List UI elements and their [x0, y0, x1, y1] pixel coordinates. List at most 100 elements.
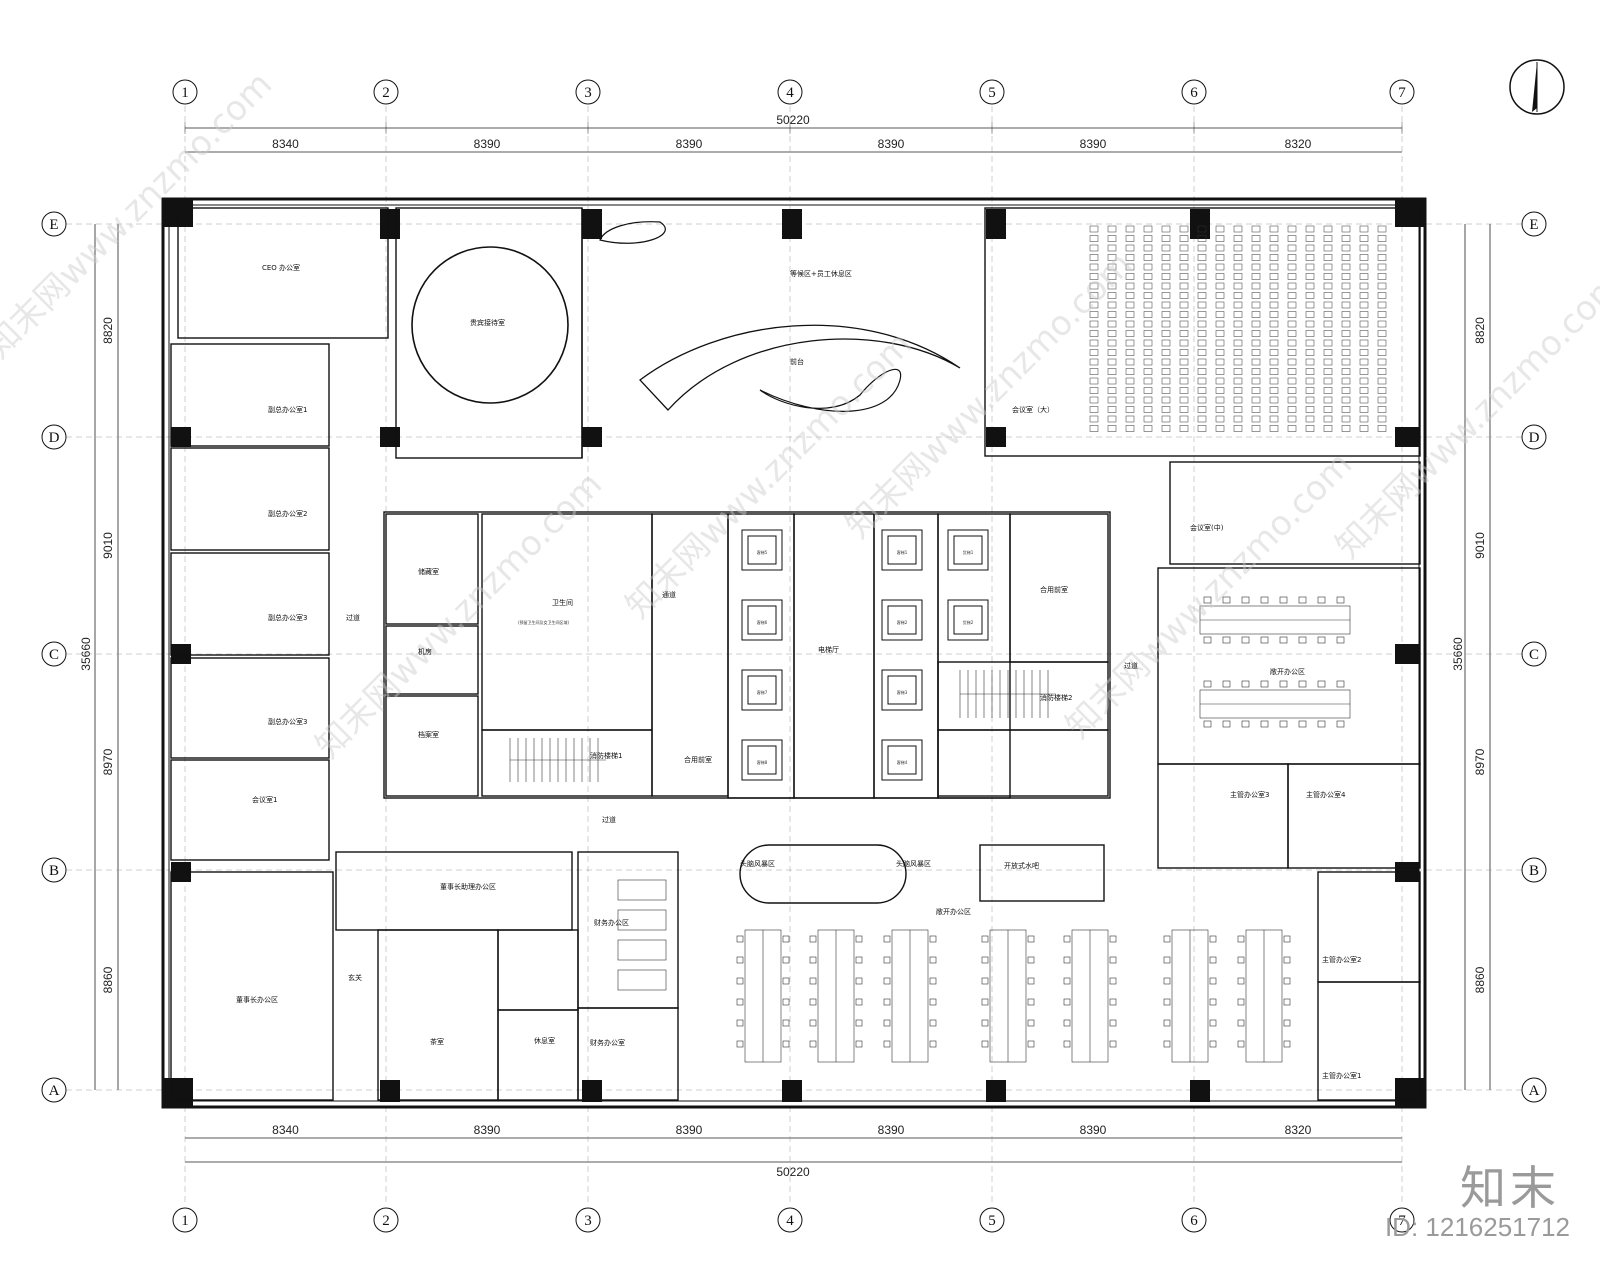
- svg-text:B: B: [49, 863, 59, 879]
- seat: [1305, 339, 1315, 347]
- finance-desk: [617, 939, 667, 961]
- seat: [1341, 339, 1351, 347]
- chair: [1283, 977, 1291, 985]
- seat: [1161, 320, 1171, 328]
- seat: [1305, 349, 1315, 356]
- column-5: [1190, 209, 1210, 239]
- seat: [1251, 415, 1261, 423]
- seat: [1161, 254, 1171, 261]
- chair: [981, 1019, 989, 1027]
- chair: [855, 998, 863, 1006]
- seat: [1233, 235, 1243, 242]
- seat: [1107, 311, 1117, 318]
- seat: [1143, 263, 1153, 271]
- partitions: [170, 207, 1421, 1101]
- seat: [1377, 358, 1387, 366]
- chair: [782, 956, 790, 964]
- seat: [1251, 320, 1261, 328]
- seat: [1143, 339, 1153, 347]
- chair: [883, 998, 891, 1006]
- chair: [1336, 596, 1345, 604]
- seat: [1107, 377, 1117, 385]
- seat: [1179, 425, 1189, 432]
- seat: [1143, 425, 1153, 432]
- seat: [1269, 330, 1279, 337]
- room-label-stairs1: 消防楼梯1: [590, 751, 622, 760]
- seat: [1269, 396, 1279, 404]
- seat: [1233, 396, 1243, 404]
- chair: [883, 1019, 891, 1027]
- elevator-car-right-1: [947, 599, 989, 641]
- chair: [736, 1019, 744, 1027]
- seat: [1125, 349, 1135, 356]
- seat: [1107, 396, 1117, 404]
- column-2: [582, 209, 602, 239]
- seat: [1215, 263, 1225, 271]
- chair: [1279, 596, 1288, 604]
- seat: [1089, 292, 1099, 299]
- chair: [1222, 720, 1231, 728]
- seat: [1305, 330, 1315, 337]
- chair: [929, 1019, 937, 1027]
- seat: [1179, 273, 1189, 280]
- chair: [782, 1040, 790, 1048]
- seat: [1359, 339, 1369, 347]
- chair: [809, 977, 817, 985]
- chair: [1203, 596, 1212, 604]
- seat: [1287, 254, 1297, 261]
- stairs: [509, 670, 1056, 782]
- chair: [809, 1040, 817, 1048]
- svg-text:1: 1: [181, 1213, 189, 1229]
- chair: [1203, 636, 1212, 644]
- chair: [736, 998, 744, 1006]
- chair: [1027, 956, 1035, 964]
- room-label-passage: 通道: [662, 590, 676, 599]
- seat: [1089, 349, 1099, 356]
- seat: [1215, 235, 1225, 242]
- chair: [981, 998, 989, 1006]
- chair: [855, 956, 863, 964]
- room-label-toilet: 卫生间: [552, 598, 573, 607]
- seat: [1197, 339, 1207, 347]
- seat: [1323, 406, 1333, 413]
- seat: [1323, 320, 1333, 328]
- seat: [1125, 311, 1135, 318]
- axis-col-2: 2: [373, 1207, 399, 1233]
- dim-left-0: 8820: [101, 317, 115, 344]
- seat: [1107, 368, 1117, 375]
- seat: [1305, 406, 1315, 413]
- dim-total-bottom: 50220: [776, 1165, 810, 1179]
- elevator-car-left-2: [741, 669, 783, 711]
- seat: [1197, 254, 1207, 261]
- seat: [1125, 263, 1135, 271]
- seat: [1305, 292, 1315, 299]
- seat: [1359, 320, 1369, 328]
- seat: [1377, 349, 1387, 356]
- chair: [1163, 1040, 1171, 1048]
- seat: [1197, 396, 1207, 404]
- svg-text:D: D: [49, 430, 60, 446]
- finance-desk: [617, 969, 667, 991]
- seat: [1089, 282, 1099, 290]
- column-1: [380, 209, 400, 239]
- axis-col-1: 1: [172, 79, 198, 105]
- seat: [1341, 349, 1351, 356]
- seat: [1323, 311, 1333, 318]
- axis-col-5: 5: [979, 79, 1005, 105]
- seat: [1143, 244, 1153, 252]
- seat: [1197, 320, 1207, 328]
- room-label-open-right: 敞开办公区: [1270, 667, 1305, 676]
- seat: [1341, 301, 1351, 309]
- seat: [1161, 311, 1171, 318]
- chair: [1209, 977, 1217, 985]
- watermark-4: 知末网www.znzmo.com: [1058, 444, 1360, 746]
- room-label-chairman: 董事长办公区: [236, 995, 278, 1004]
- seat: [1251, 263, 1261, 271]
- axis-row-D: D: [41, 424, 67, 450]
- seat: [1323, 263, 1333, 271]
- seat: [1107, 330, 1117, 337]
- seat: [1179, 368, 1189, 375]
- seat: [1179, 320, 1189, 328]
- chair: [1063, 998, 1071, 1006]
